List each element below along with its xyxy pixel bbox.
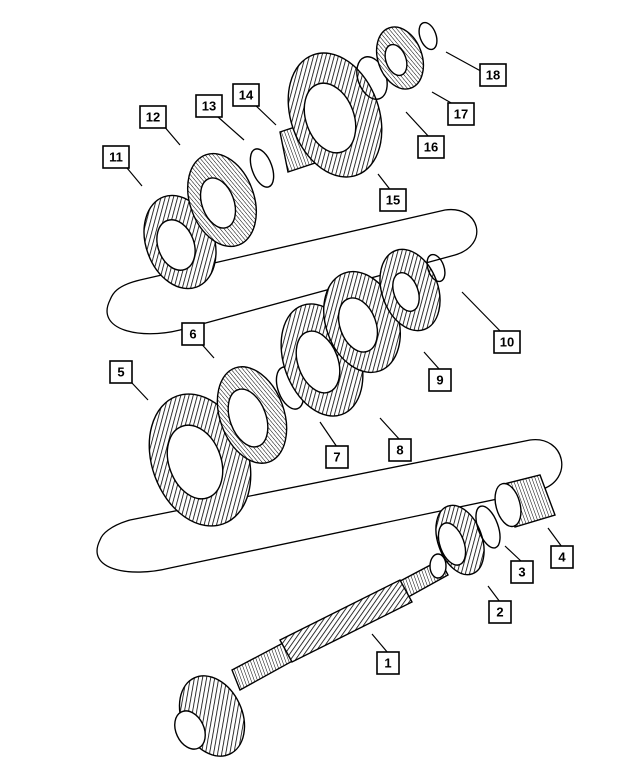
callout-11: 11 bbox=[102, 145, 130, 169]
callout-9-label: 9 bbox=[436, 373, 443, 388]
callout-10-label: 10 bbox=[500, 335, 514, 350]
bearing-17 bbox=[375, 26, 425, 90]
callout-7: 7 bbox=[325, 445, 349, 469]
callout-16: 16 bbox=[417, 135, 445, 159]
callout-17-label: 17 bbox=[454, 107, 468, 122]
gear-15 bbox=[287, 52, 383, 178]
callout-11-label: 11 bbox=[109, 150, 123, 165]
callout-9: 9 bbox=[428, 368, 452, 392]
callout-4: 4 bbox=[550, 545, 574, 569]
upper-group-loop bbox=[106, 209, 478, 335]
callout-1: 1 bbox=[376, 651, 400, 675]
callout-6-label: 6 bbox=[189, 327, 196, 342]
synchronizer-6 bbox=[216, 366, 288, 464]
callout-14-label: 14 bbox=[239, 88, 254, 103]
gear-9 bbox=[323, 270, 401, 374]
callout-8-label: 8 bbox=[396, 443, 403, 458]
callout-5-label: 5 bbox=[117, 365, 124, 380]
callout-12-label: 12 bbox=[146, 110, 160, 125]
snap-ring-18 bbox=[418, 21, 438, 51]
callout-2: 2 bbox=[488, 600, 512, 624]
input-shaft bbox=[174, 553, 449, 757]
callout-16-label: 16 bbox=[424, 140, 438, 155]
callout-17: 17 bbox=[447, 102, 475, 126]
callout-12: 12 bbox=[139, 105, 167, 129]
callout-18: 18 bbox=[479, 63, 507, 87]
callout-15: 15 bbox=[379, 188, 407, 212]
callout-10: 10 bbox=[493, 330, 521, 354]
callout-6: 6 bbox=[181, 322, 205, 346]
needle-bearing bbox=[494, 474, 556, 528]
callout-7-label: 7 bbox=[333, 450, 340, 465]
bearing-race bbox=[435, 504, 485, 576]
callout-2-label: 2 bbox=[496, 605, 503, 620]
callout-3-label: 3 bbox=[518, 565, 525, 580]
snap-ring-3 bbox=[475, 505, 501, 549]
callout-18-label: 18 bbox=[486, 68, 500, 83]
synchronizer-12 bbox=[187, 152, 257, 248]
callout-5: 5 bbox=[109, 360, 133, 384]
callout-15-label: 15 bbox=[386, 193, 400, 208]
lower-group-loop bbox=[96, 439, 563, 573]
callout-8: 8 bbox=[388, 438, 412, 462]
snap-ring-13 bbox=[249, 148, 275, 188]
gear-10-assembly bbox=[379, 248, 446, 332]
callout-13-label: 13 bbox=[202, 99, 216, 114]
callout-4-label: 4 bbox=[558, 550, 566, 565]
callout-3: 3 bbox=[510, 560, 534, 584]
callout-13: 13 bbox=[195, 94, 223, 118]
callout-1-label: 1 bbox=[384, 656, 391, 671]
callout-14: 14 bbox=[232, 83, 260, 107]
